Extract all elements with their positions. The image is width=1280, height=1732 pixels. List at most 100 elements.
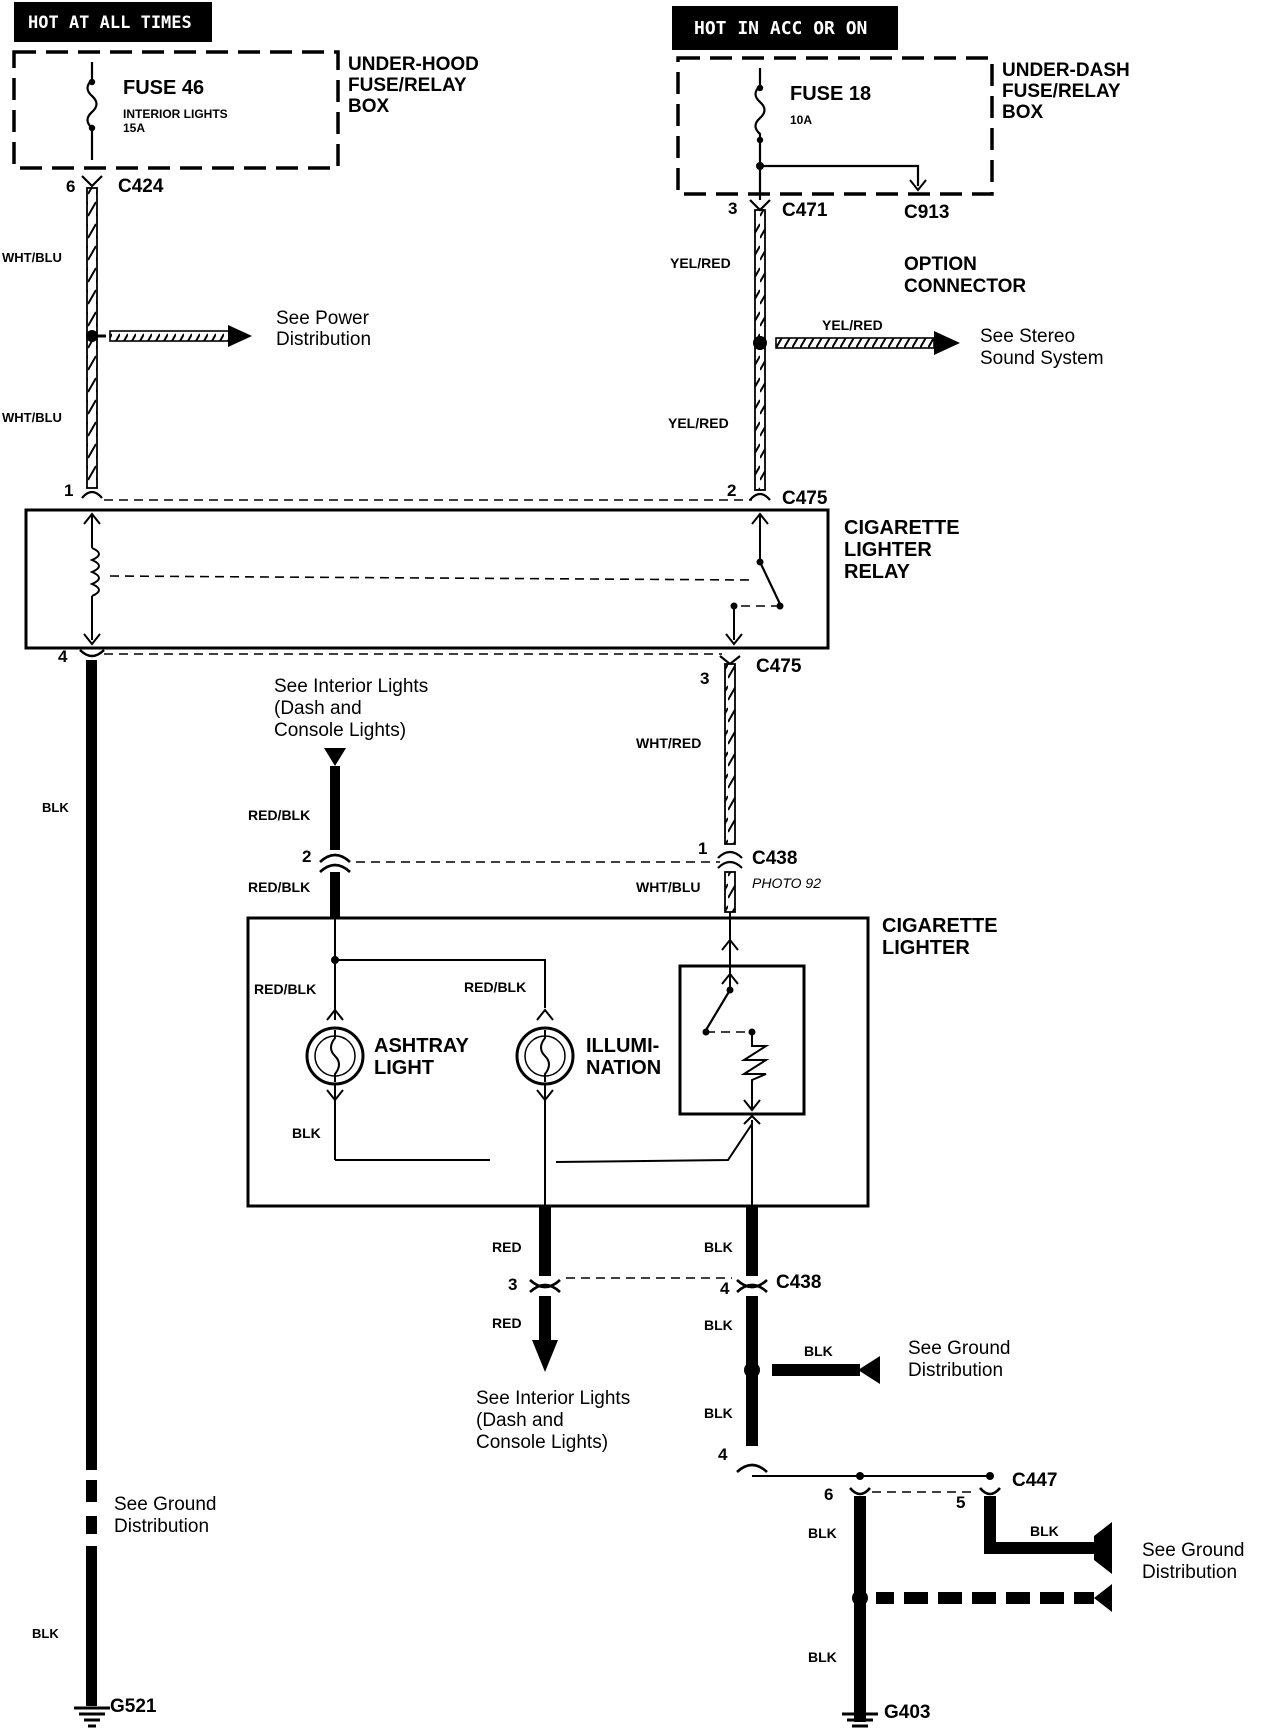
svg-text:3: 3 xyxy=(728,199,737,218)
svg-text:BLK: BLK xyxy=(292,1125,321,1141)
svg-text:See Ground: See Ground xyxy=(1142,1540,1244,1561)
svg-text:15A: 15A xyxy=(123,121,145,135)
svg-text:4: 4 xyxy=(720,1279,730,1298)
svg-text:Distribution: Distribution xyxy=(908,1360,1003,1381)
svg-text:10A: 10A xyxy=(790,113,812,127)
relay-switch xyxy=(759,561,781,605)
svg-text:CIGARETTE: CIGARETTE xyxy=(882,915,998,937)
svg-text:2: 2 xyxy=(302,847,311,866)
svg-text:Distribution: Distribution xyxy=(276,329,371,350)
svg-text:ASHTRAY: ASHTRAY xyxy=(374,1035,469,1057)
illumination-bulb-icon xyxy=(515,1026,575,1086)
svg-text:HOT AT ALL TIMES: HOT AT ALL TIMES xyxy=(28,13,192,33)
ashtray-light-bulb-icon xyxy=(305,1026,365,1086)
blk-wire-g521 xyxy=(74,649,110,1728)
under-dash-fuse-relay-box: FUSE 18 10A UNDER-DASH FUSE/RELAY BOX xyxy=(676,56,1130,200)
svg-text:ILLUMI-: ILLUMI- xyxy=(586,1035,659,1057)
svg-text:CIGARETTE: CIGARETTE xyxy=(844,517,960,539)
svg-text:BOX: BOX xyxy=(1002,102,1044,123)
fuse-46-symbol xyxy=(86,62,98,160)
svg-text:Sound System: Sound System xyxy=(980,348,1104,369)
svg-text:BLK: BLK xyxy=(42,800,69,815)
connector-c447: C447 xyxy=(1012,1470,1057,1491)
svg-text:BLK: BLK xyxy=(808,1525,837,1541)
svg-text:See Interior Lights: See Interior Lights xyxy=(476,1388,630,1409)
svg-text:RED/BLK: RED/BLK xyxy=(464,979,526,995)
svg-text:(Dash and: (Dash and xyxy=(476,1410,564,1431)
power-distribution-branch xyxy=(98,325,252,347)
svg-text:RED: RED xyxy=(492,1315,522,1331)
svg-text:INTERIOR LIGHTS: INTERIOR LIGHTS xyxy=(123,107,228,121)
red-wire-out xyxy=(529,1206,561,1372)
svg-text:WHT/BLU: WHT/BLU xyxy=(636,879,701,895)
connector-c475-top: C475 xyxy=(782,488,828,509)
ground-g403: G403 xyxy=(884,1702,930,1723)
svg-text:See Ground: See Ground xyxy=(114,1494,216,1515)
svg-text:UNDER-DASH: UNDER-DASH xyxy=(1002,60,1130,81)
relay-coil xyxy=(89,547,100,597)
stereo-branch xyxy=(775,331,960,355)
svg-text:BOX: BOX xyxy=(348,96,390,117)
svg-text:See Ground: See Ground xyxy=(908,1338,1010,1359)
svg-text:BLK: BLK xyxy=(1030,1523,1059,1539)
cigarette-lighter-relay xyxy=(24,508,830,650)
svg-text:HOT IN ACC OR ON: HOT IN ACC OR ON xyxy=(694,18,867,39)
yel-red-wire xyxy=(749,199,771,501)
wht-red-wire xyxy=(717,655,743,913)
svg-text:Distribution: Distribution xyxy=(1142,1562,1237,1583)
heating-element-icon xyxy=(740,1032,770,1108)
connector-c438-bottom: C438 xyxy=(776,1272,821,1293)
connector-c424: C424 xyxy=(118,176,164,197)
ground-g521: G521 xyxy=(110,1696,157,1717)
svg-text:Console Lights): Console Lights) xyxy=(476,1432,608,1453)
svg-text:LIGHTER: LIGHTER xyxy=(882,937,970,959)
svg-text:LIGHTER: LIGHTER xyxy=(844,539,932,561)
svg-text:BLK: BLK xyxy=(808,1649,837,1665)
svg-text:FUSE/RELAY: FUSE/RELAY xyxy=(348,75,467,96)
svg-text:5: 5 xyxy=(956,1493,965,1512)
svg-text:LIGHT: LIGHT xyxy=(374,1057,434,1079)
svg-text:BLK: BLK xyxy=(704,1405,733,1421)
svg-text:See Power: See Power xyxy=(276,308,370,329)
svg-text:1: 1 xyxy=(698,839,707,858)
svg-text:RED/BLK: RED/BLK xyxy=(248,879,310,895)
svg-text:WHT/RED: WHT/RED xyxy=(636,735,701,751)
svg-text:RED: RED xyxy=(492,1239,522,1255)
svg-text:3: 3 xyxy=(508,1275,517,1294)
svg-text:RELAY: RELAY xyxy=(844,561,911,583)
svg-text:BLK: BLK xyxy=(704,1317,733,1333)
fuse-18-label: FUSE 18 xyxy=(790,83,871,105)
connector-c438-top: C438 xyxy=(752,848,797,869)
connector-c471: C471 xyxy=(782,200,828,221)
under-hood-fuse-relay-box: FUSE 46 INTERIOR LIGHTS 15A UNDER-HOOD F… xyxy=(12,50,479,170)
svg-text:WHT/BLU: WHT/BLU xyxy=(2,250,62,265)
svg-text:YEL/RED: YEL/RED xyxy=(668,415,729,431)
fuse-18-symbol xyxy=(754,68,766,200)
svg-text:YEL/RED: YEL/RED xyxy=(670,255,731,271)
svg-text:4: 4 xyxy=(58,647,68,666)
svg-text:6: 6 xyxy=(66,177,75,196)
blk-wire-out xyxy=(736,1206,880,1473)
c447-junction xyxy=(752,1472,1112,1728)
svg-text:BLK: BLK xyxy=(804,1343,833,1359)
wht-blu-wire-left xyxy=(81,175,103,499)
svg-text:FUSE/RELAY: FUSE/RELAY xyxy=(1002,81,1121,102)
svg-text:WHT/BLU: WHT/BLU xyxy=(2,410,62,425)
svg-text:PHOTO 92: PHOTO 92 xyxy=(752,875,821,891)
svg-text:See Stereo: See Stereo xyxy=(980,326,1075,347)
svg-text:NATION: NATION xyxy=(586,1057,661,1079)
svg-text:3: 3 xyxy=(700,669,709,688)
svg-text:See Interior Lights: See Interior Lights xyxy=(274,676,428,697)
svg-text:BLK: BLK xyxy=(704,1239,733,1255)
svg-text:BLK: BLK xyxy=(32,1626,59,1641)
fuse-46-label: FUSE 46 xyxy=(123,77,204,99)
svg-text:Distribution: Distribution xyxy=(114,1516,209,1537)
svg-text:RED/BLK: RED/BLK xyxy=(254,981,316,997)
header-hot-at-all-times: HOT AT ALL TIMES xyxy=(14,2,212,42)
svg-text:OPTION: OPTION xyxy=(904,254,977,275)
svg-text:6: 6 xyxy=(824,1485,833,1504)
connector-c475-bottom: C475 xyxy=(756,656,802,677)
header-hot-in-acc-or-on: HOT IN ACC OR ON xyxy=(672,6,898,50)
red-blk-wire xyxy=(319,748,351,918)
